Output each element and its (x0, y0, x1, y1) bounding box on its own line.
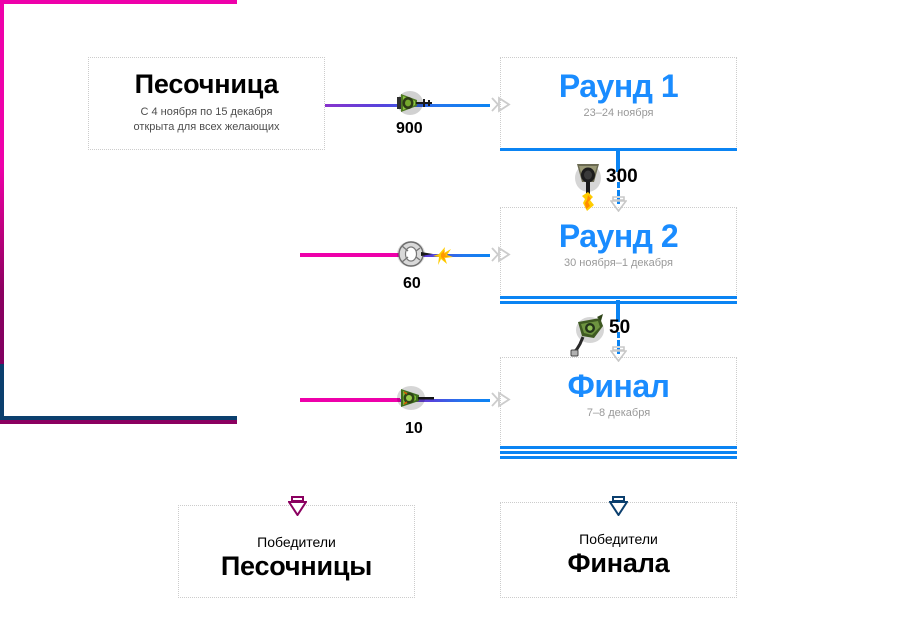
arrow-right-icon-round1 (490, 96, 512, 113)
arrow-down-icon-final (610, 346, 627, 362)
sandbox-subtitle-line1: С 4 ноября по 15 декабря (140, 106, 273, 119)
final-bottom-rule-3 (500, 456, 737, 459)
winners-final-label: Победители (579, 531, 658, 547)
node-winners-final[interactable]: Победители Финала (500, 502, 737, 598)
node-round1[interactable]: Раунд 1 23–24 ноября (500, 57, 737, 149)
green-fighter-icon (570, 312, 610, 360)
sandbox-title: Песочница (134, 69, 279, 99)
round2-bottom-rule-1 (500, 296, 737, 299)
connector-label-50: 50 (609, 317, 631, 338)
round2-bottom-rule-2 (500, 301, 737, 304)
connector-label-300: 300 (606, 166, 638, 187)
round1-dates: 23–24 ноября (583, 106, 654, 119)
round2-final-dashed-line (617, 332, 620, 354)
white-ship-burst-icon (395, 238, 457, 270)
round2-dates: 30 ноября–1 декабря (564, 256, 673, 269)
sandbox-subtitle: С 4 ноября по 15 декабря открыта для все… (89, 105, 324, 135)
winners-sandbox-top-rule (0, 420, 237, 424)
ship-thruster-icon (568, 158, 608, 214)
final-bottom-rule-2 (500, 451, 737, 454)
green-ship-small-icon (395, 383, 443, 413)
connector-label-60: 60 (403, 275, 421, 292)
round1-round2-dashed-line (617, 182, 620, 204)
node-sandbox[interactable]: Песочница С 4 ноября по 15 декабря откры… (88, 57, 325, 150)
round2-title: Раунд 2 (558, 218, 679, 254)
round2-down-stub (616, 300, 620, 322)
round1-down-stub (616, 150, 620, 172)
connector-line-sandbox-final (400, 399, 490, 402)
node-winners-sandbox[interactable]: Победители Песочницы (178, 505, 415, 598)
winners-final-top-rule (0, 416, 237, 420)
sandbox-branch-round2 (300, 253, 400, 257)
round1-title: Раунд 1 (558, 68, 679, 104)
final-dates: 7–8 декабря (586, 406, 651, 419)
winners-sandbox-title: Песочницы (220, 550, 373, 581)
sandbox-vertical-bus (0, 4, 4, 364)
connector-label-10: 10 (405, 420, 423, 437)
arrow-right-icon-round2 (490, 246, 512, 263)
green-ship-icon (395, 88, 441, 118)
node-final[interactable]: Финал 7–8 декабря (500, 357, 737, 449)
arrow-down-icon-winners-final (609, 496, 628, 516)
final-to-winners-line (0, 364, 4, 416)
winners-final-title: Финала (567, 547, 670, 578)
arrow-down-icon-round2 (610, 196, 627, 212)
round1-bottom-rule (500, 148, 737, 151)
node-round2[interactable]: Раунд 2 30 ноября–1 декабря (500, 207, 737, 299)
sandbox-bottom-rule (0, 0, 237, 4)
sandbox-branch-final (300, 398, 400, 402)
arrow-right-icon-final (490, 391, 512, 408)
sandbox-subtitle-line2: открыта для всех желающих (133, 121, 280, 134)
final-title: Финал (567, 368, 670, 404)
final-bottom-rule-1 (500, 446, 737, 449)
connector-label-900: 900 (396, 120, 423, 137)
arrow-down-icon-winners-sandbox (288, 496, 307, 516)
winners-sandbox-label: Победители (257, 534, 336, 550)
